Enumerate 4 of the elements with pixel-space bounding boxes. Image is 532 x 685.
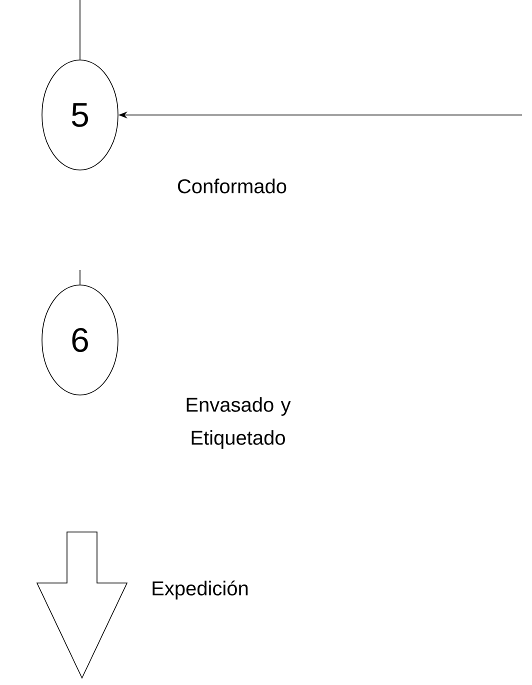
step-label: Conformado <box>178 178 286 194</box>
step-label: Expedición <box>152 580 248 600</box>
step-label: Envasado y Etiquetado <box>186 397 291 449</box>
block-arrow <box>36 532 128 679</box>
